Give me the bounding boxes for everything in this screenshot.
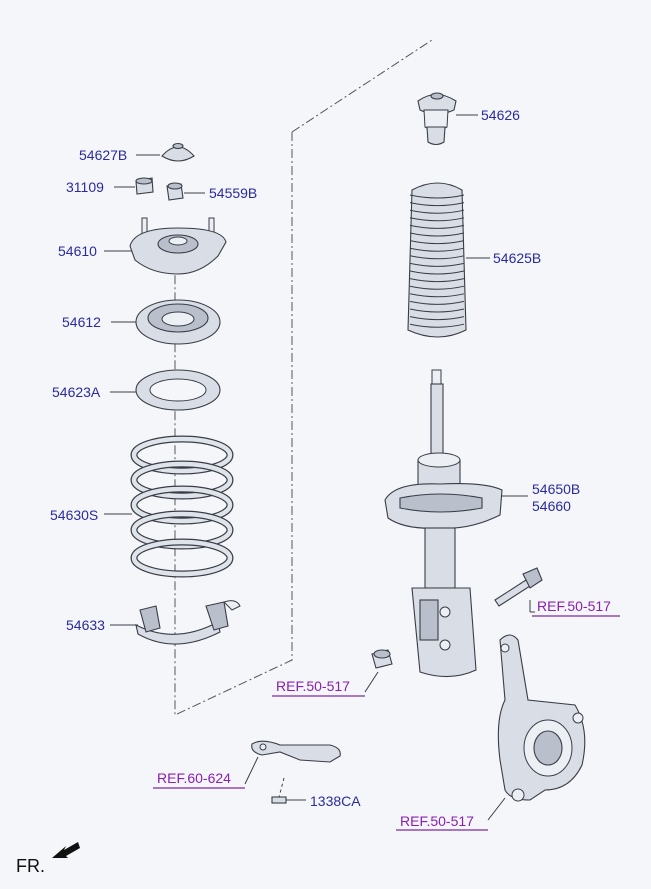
shock-absorber-part[interactable] bbox=[384, 369, 503, 678]
bellows-pleat bbox=[409, 202, 465, 207]
bracket-bolt-part[interactable] bbox=[271, 777, 287, 804]
bellows-pleat bbox=[409, 240, 465, 245]
bellows-pleat bbox=[409, 217, 465, 222]
bellows-pleat bbox=[409, 293, 465, 298]
steering-knuckle-part[interactable] bbox=[497, 634, 586, 802]
bellows-pleat bbox=[409, 224, 465, 229]
assembly-dashed-outline bbox=[174, 39, 433, 716]
part-label-54559B[interactable]: 54559B bbox=[209, 185, 257, 201]
front-arrow-icon bbox=[52, 842, 80, 858]
bellows-pleat bbox=[409, 308, 465, 313]
bellows-pleat bbox=[409, 262, 465, 267]
front-direction-indicator: FR. bbox=[16, 842, 80, 876]
part-label-1338CA[interactable]: 1338CA bbox=[310, 793, 361, 809]
part-label-54633[interactable]: 54633 bbox=[66, 617, 105, 633]
bellows-pleat bbox=[409, 194, 465, 199]
bellows-pleat bbox=[409, 285, 465, 290]
part-label-54625B[interactable]: 54625B bbox=[493, 250, 541, 266]
part-label-54660[interactable]: 54660 bbox=[532, 498, 571, 514]
bellows-pleat bbox=[409, 300, 465, 305]
ref-link-bolt[interactable]: REF.50-517 bbox=[537, 598, 611, 614]
part-label-54627B[interactable]: 54627B bbox=[79, 147, 127, 163]
bellows-pleat bbox=[409, 278, 465, 283]
part-label-54623A[interactable]: 54623A bbox=[52, 384, 101, 400]
coil-spring-part[interactable] bbox=[130, 435, 234, 578]
strut-nut-part[interactable] bbox=[371, 649, 393, 669]
bellows-pleat bbox=[409, 323, 465, 328]
hose-bracket-part[interactable] bbox=[251, 740, 341, 763]
spring-coil-highlight bbox=[131, 539, 233, 577]
dust-cover-bellows-part[interactable] bbox=[407, 182, 467, 338]
ref-link-bracket[interactable]: REF.60-624 bbox=[157, 770, 231, 786]
mounting-nut-part[interactable] bbox=[135, 177, 154, 195]
bellows-pleat bbox=[409, 270, 465, 275]
strut-bolt-part[interactable] bbox=[494, 567, 543, 607]
ref-link-knuckle[interactable]: REF.50-517 bbox=[400, 813, 474, 829]
bellows-pleat bbox=[409, 232, 465, 237]
strut-bearing-part[interactable] bbox=[135, 299, 221, 345]
strut-insulator-part[interactable] bbox=[129, 217, 227, 275]
spring-coil-highlight bbox=[131, 486, 233, 524]
bellows-pleat bbox=[409, 255, 465, 260]
spring-pad-part[interactable] bbox=[135, 369, 221, 411]
ref-link-nut[interactable]: REF.50-517 bbox=[276, 678, 350, 694]
bellows-body bbox=[407, 182, 467, 338]
spring-coil-highlight bbox=[131, 436, 233, 474]
spring-coil-highlight bbox=[131, 511, 233, 549]
part-label-54626[interactable]: 54626 bbox=[481, 107, 520, 123]
part-label-54610[interactable]: 54610 bbox=[58, 243, 97, 259]
bellows-pleat bbox=[409, 316, 465, 321]
part-label-54630S[interactable]: 54630S bbox=[50, 507, 98, 523]
bellows-pleat bbox=[409, 209, 465, 214]
strut-cap-part[interactable] bbox=[161, 142, 195, 162]
lock-nut-part[interactable] bbox=[166, 182, 184, 201]
part-label-54612[interactable]: 54612 bbox=[62, 314, 101, 330]
bellows-pleat bbox=[409, 247, 465, 252]
spring-coil-highlight bbox=[131, 461, 233, 499]
front-label: FR. bbox=[16, 856, 45, 876]
lower-spring-pad-part[interactable] bbox=[135, 600, 241, 645]
part-label-31109[interactable]: 31109 bbox=[66, 179, 104, 195]
part-label-54650B[interactable]: 54650B bbox=[532, 481, 580, 497]
bump-stopper-part[interactable] bbox=[417, 92, 457, 146]
